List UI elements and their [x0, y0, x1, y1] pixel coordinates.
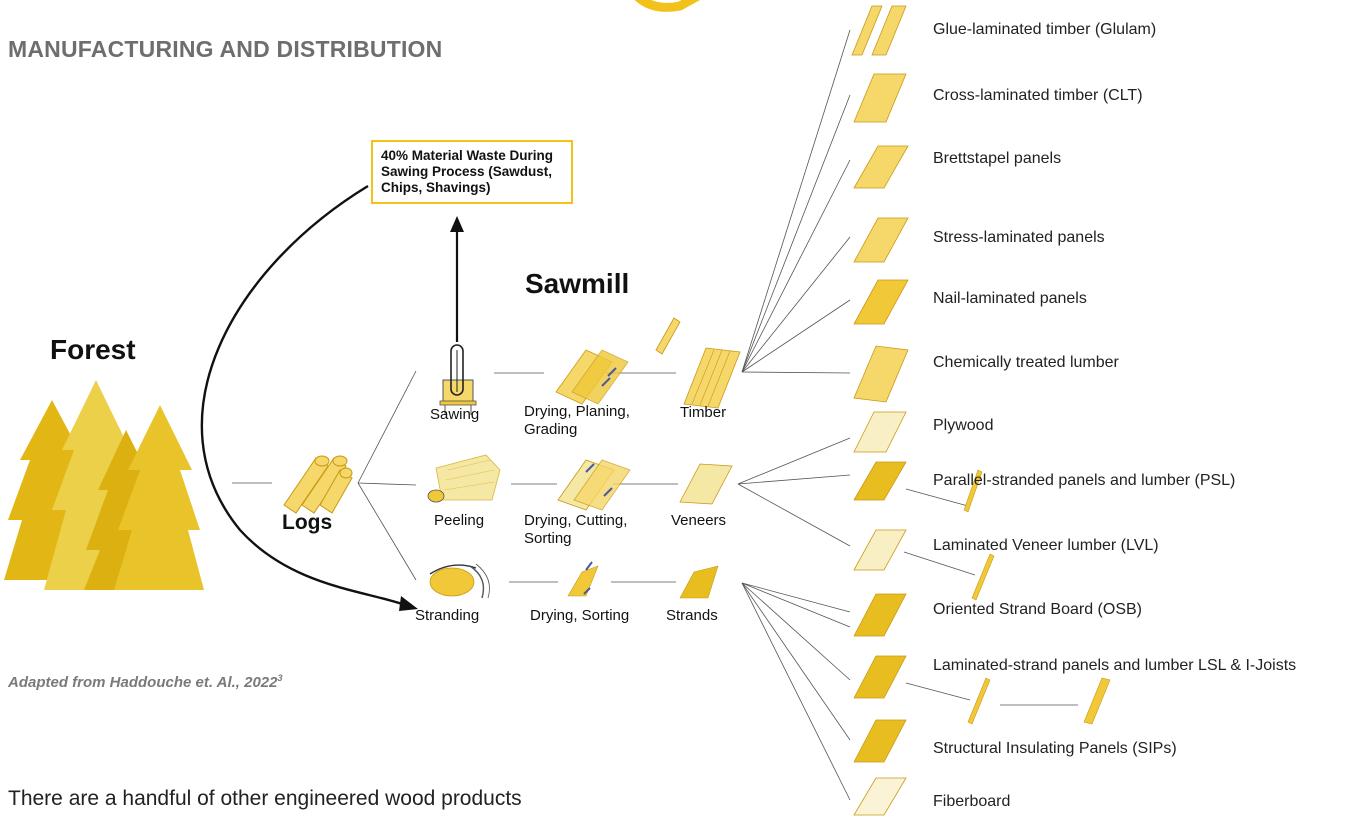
fiberboard-icon	[853, 777, 907, 816]
drying-planing-icon	[555, 349, 629, 405]
forest-trees-icon	[4, 380, 204, 590]
lvl-lumber-icon	[971, 553, 995, 601]
sawmill-label: Sawmill	[525, 268, 630, 299]
product-nail-laminated: Nail-laminated panels	[933, 290, 1087, 307]
peeling-icon	[427, 454, 501, 503]
psl-lumber-icon	[963, 469, 983, 513]
stage-drying-cutting-line1: Drying, Cutting,	[524, 512, 628, 529]
treated-lumber-icon	[853, 345, 909, 403]
lsl-lumber-icon	[967, 677, 991, 725]
product-sips: Structural Insulating Panels (SIPs)	[933, 740, 1177, 757]
product-plywood: Plywood	[933, 417, 994, 434]
stage-drying-sorting: Drying, Sorting	[530, 607, 630, 624]
strands-icon	[679, 565, 719, 599]
logs-icon	[283, 455, 353, 514]
stage-sawing: Sawing	[430, 406, 480, 423]
clt-icon	[853, 73, 907, 123]
veneer-icon	[679, 463, 733, 505]
stage-veneers: Veneers	[671, 512, 727, 529]
lsl-panel-icon	[853, 655, 907, 699]
sips-icon	[853, 719, 907, 763]
glulam-icon	[851, 5, 907, 56]
logs-label: Logs	[282, 511, 333, 534]
body-paragraph: There are a handful of other engineered …	[8, 787, 522, 810]
stage-drying-planing-line2: Grading	[524, 421, 578, 438]
flow-lines	[232, 29, 1078, 801]
product-clt: Cross-laminated timber (CLT)	[933, 87, 1143, 104]
product-treated-lumber: Chemically treated lumber	[933, 354, 1119, 371]
caption-text: Adapted from Haddouche et. Al., 2022	[8, 674, 278, 691]
product-stress-laminated: Stress-laminated panels	[933, 229, 1105, 246]
stage-peeling: Peeling	[434, 512, 485, 529]
stage-timber: Timber	[680, 404, 727, 421]
product-osb: Oriented Strand Board (OSB)	[933, 601, 1142, 618]
sawing-machine-icon	[439, 344, 477, 415]
plank-icon	[655, 317, 681, 355]
brettstapel-icon	[853, 145, 909, 189]
nail-laminated-icon	[853, 279, 909, 325]
product-lsl: Laminated-strand panels and lumber LSL &…	[933, 657, 1297, 674]
waste-box: 40% Material Waste During Sawing Process…	[371, 140, 573, 204]
stage-drying-cutting-line2: Sorting	[524, 530, 572, 547]
caption-superscript: 3	[277, 673, 283, 683]
stage-stranding: Stranding	[415, 607, 480, 624]
source-caption: Adapted from Haddouche et. Al., 20223	[8, 673, 283, 691]
recycle-arrow	[200, 184, 418, 611]
product-brettstapel: Brettstapel panels	[933, 150, 1062, 167]
psl-panel-icon	[853, 461, 907, 501]
title-fragment	[634, 0, 701, 12]
forest-label: Forest	[50, 334, 136, 365]
drying-cutting-icon	[557, 459, 631, 511]
waste-arrow	[450, 216, 464, 342]
stage-strands: Strands	[666, 607, 718, 624]
product-glulam: Glue-laminated timber (Glulam)	[933, 21, 1157, 38]
plywood-icon	[853, 411, 907, 453]
drying-sorting-icon	[567, 561, 599, 597]
stranding-icon	[429, 563, 490, 599]
product-lvl: Laminated Veneer lumber (LVL)	[933, 537, 1159, 554]
stage-drying-planing-line1: Drying, Planing,	[524, 403, 630, 420]
stage-drying-planing: Drying, Planing, Grading	[524, 403, 630, 439]
product-psl: Parallel-stranded panels and lumber (PSL…	[933, 472, 1236, 489]
lvl-panel-icon	[853, 529, 907, 571]
stress-laminated-icon	[853, 217, 909, 263]
product-fiberboard: Fiberboard	[933, 793, 1011, 810]
i-joist-icon	[1083, 677, 1111, 725]
osb-icon	[853, 593, 907, 637]
stage-drying-cutting: Drying, Cutting, Sorting	[524, 512, 627, 548]
section-heading: MANUFACTURING AND DISTRIBUTION	[8, 36, 443, 62]
timber-stack-icon	[683, 347, 741, 409]
